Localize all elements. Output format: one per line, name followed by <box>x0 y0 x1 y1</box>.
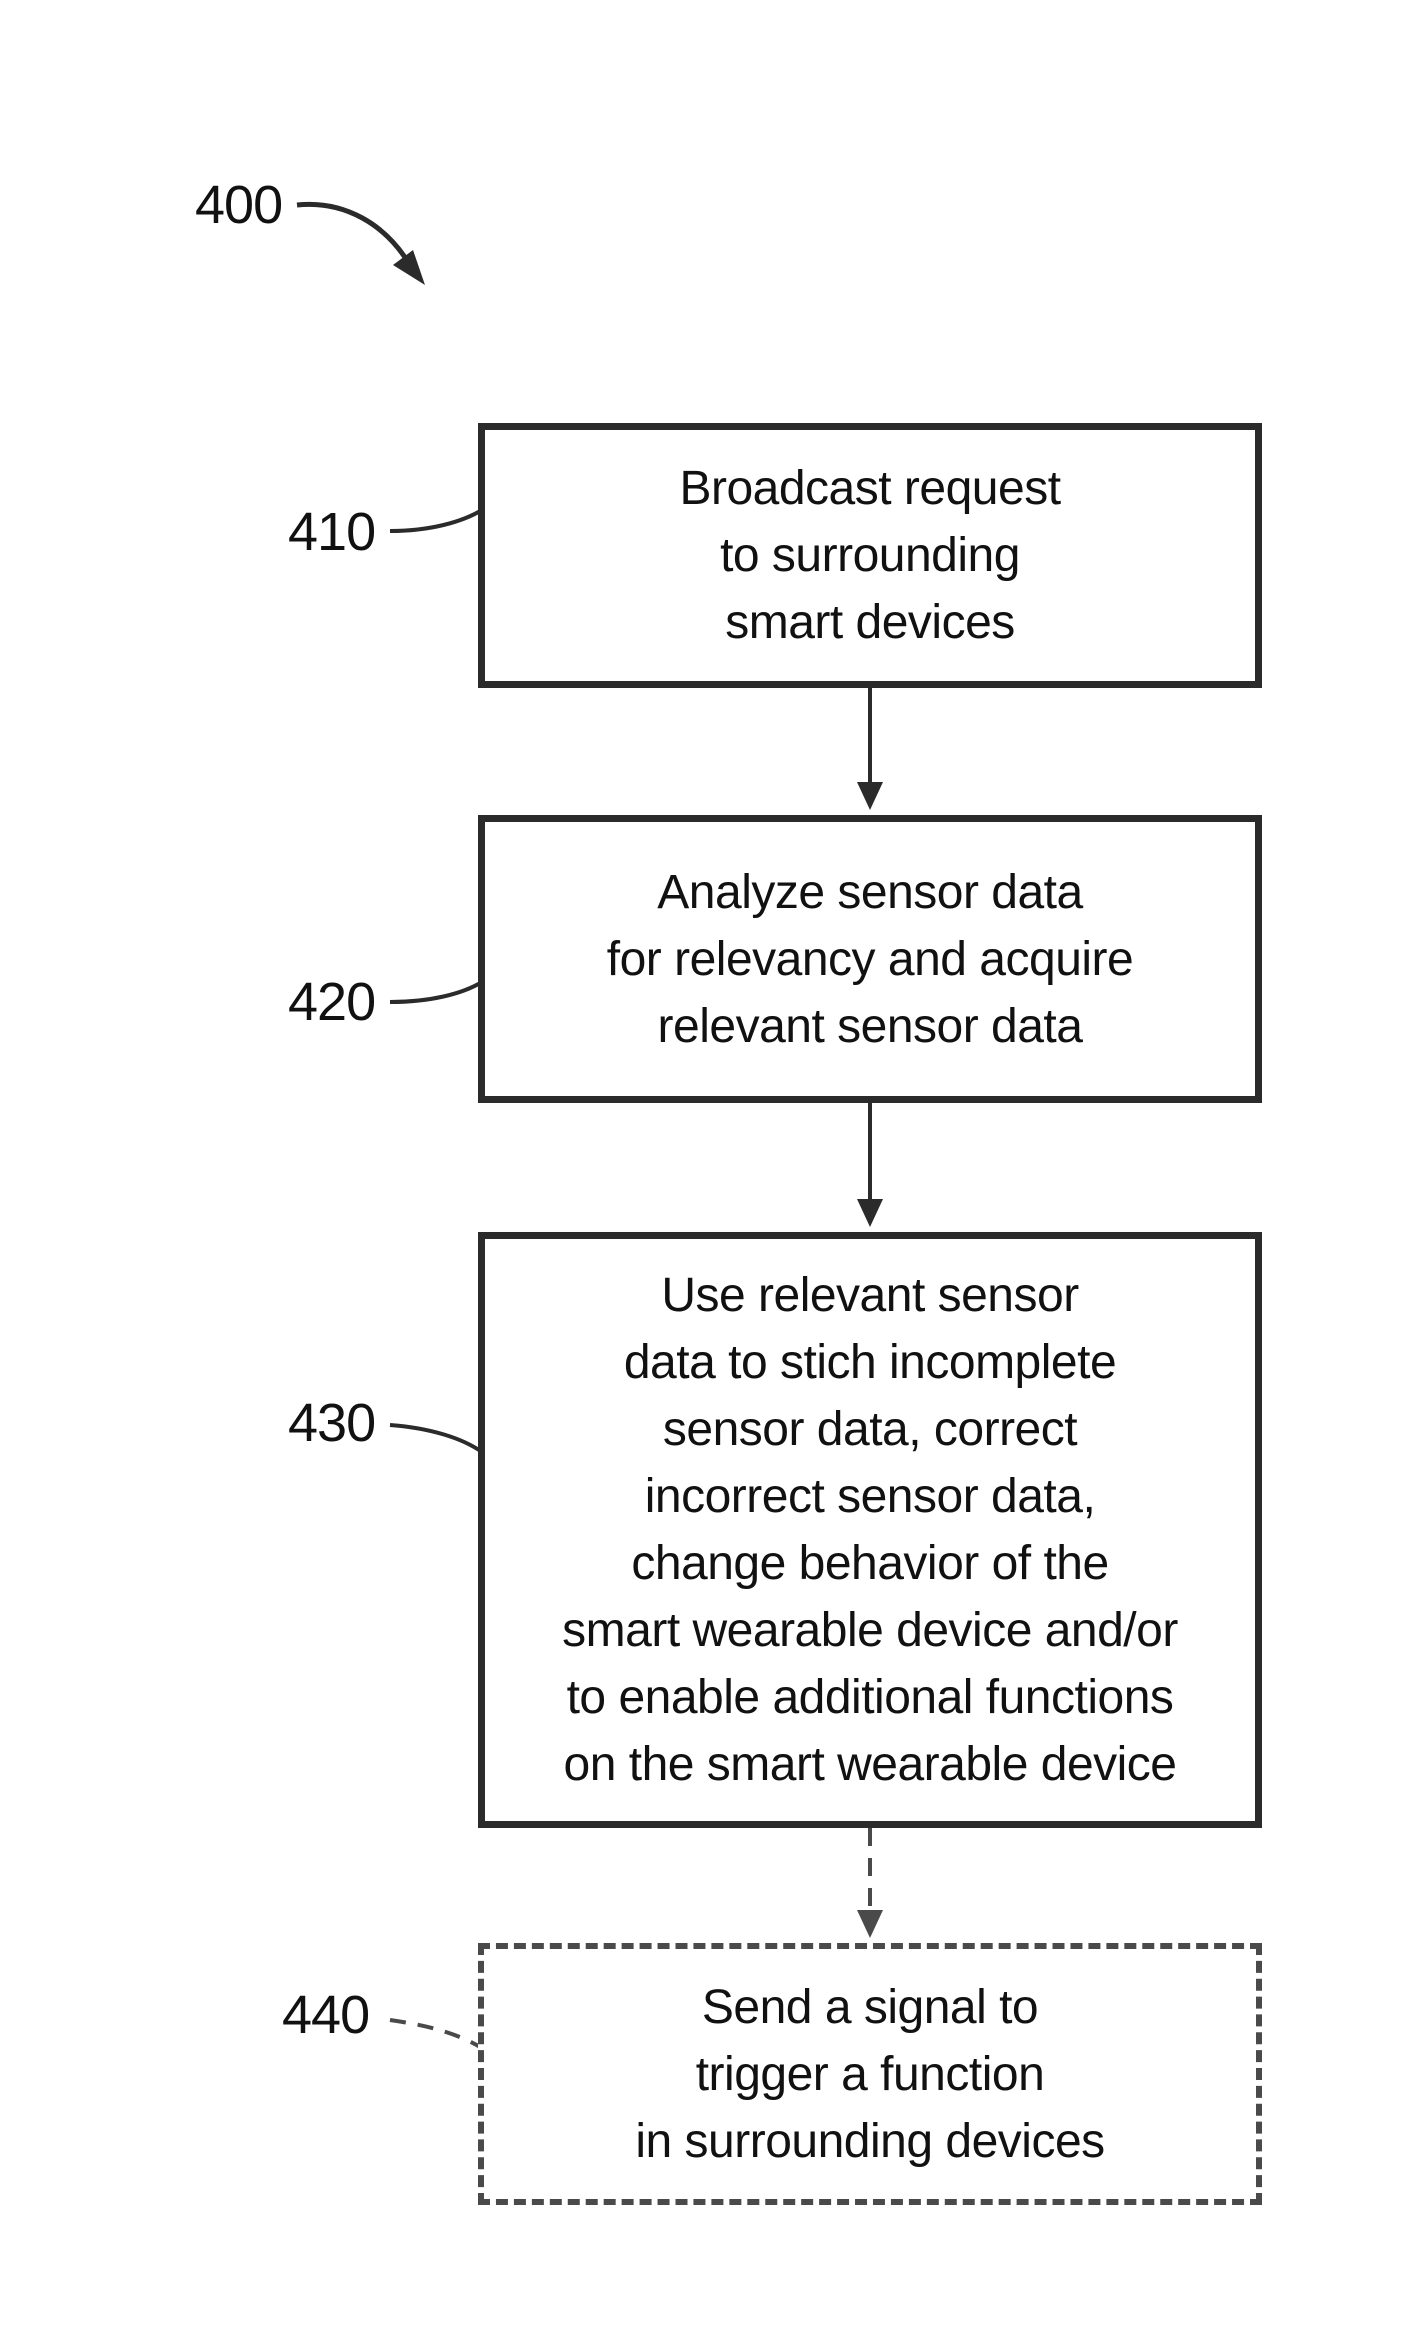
step-420-line: relevant sensor data <box>658 993 1083 1060</box>
step-430-line: change behavior of the <box>631 1530 1108 1597</box>
step-box-440: Send a signal to trigger a function in s… <box>478 1943 1262 2205</box>
step-440-line: in surrounding devices <box>635 2108 1104 2175</box>
leader-line-410 <box>390 510 482 531</box>
arrowhead-410-420 <box>857 782 883 810</box>
step-ref-430: 430 <box>288 1393 375 1453</box>
step-410-line: Broadcast request <box>679 455 1060 522</box>
step-410-line: smart devices <box>725 589 1015 656</box>
step-430-line: data to stich incomplete <box>624 1329 1116 1396</box>
arrowhead-430-440 <box>857 1910 883 1938</box>
step-410-line: to surrounding <box>720 522 1020 589</box>
step-box-420: Analyze sensor data for relevancy and ac… <box>478 815 1262 1103</box>
step-420-line: Analyze sensor data <box>657 859 1082 926</box>
step-430-line: incorrect sensor data, <box>645 1463 1096 1530</box>
step-box-410: Broadcast request to surrounding smart d… <box>478 423 1262 688</box>
step-440-line: Send a signal to <box>702 1974 1038 2041</box>
step-ref-410: 410 <box>288 502 375 562</box>
leader-line-420 <box>390 982 482 1002</box>
step-430-line: Use relevant sensor <box>661 1262 1078 1329</box>
step-430-line: sensor data, correct <box>663 1396 1077 1463</box>
step-420-line: for relevancy and acquire <box>607 926 1133 993</box>
step-430-line: smart wearable device and/or <box>562 1597 1178 1664</box>
step-440-line: trigger a function <box>696 2041 1045 2108</box>
figure-ref-label: 400 <box>195 175 282 235</box>
figure-ref-arrowhead <box>393 250 425 285</box>
leader-line-440 <box>390 2020 482 2048</box>
step-ref-420: 420 <box>288 972 375 1032</box>
figure-ref-arrow <box>297 204 408 262</box>
step-ref-440: 440 <box>282 1985 369 2045</box>
leader-line-430 <box>390 1425 482 1452</box>
step-430-line: to enable additional functions <box>567 1664 1174 1731</box>
step-box-430: Use relevant sensor data to stich incomp… <box>478 1232 1262 1828</box>
step-430-line: on the smart wearable device <box>564 1731 1177 1798</box>
arrowhead-420-430 <box>857 1199 883 1227</box>
